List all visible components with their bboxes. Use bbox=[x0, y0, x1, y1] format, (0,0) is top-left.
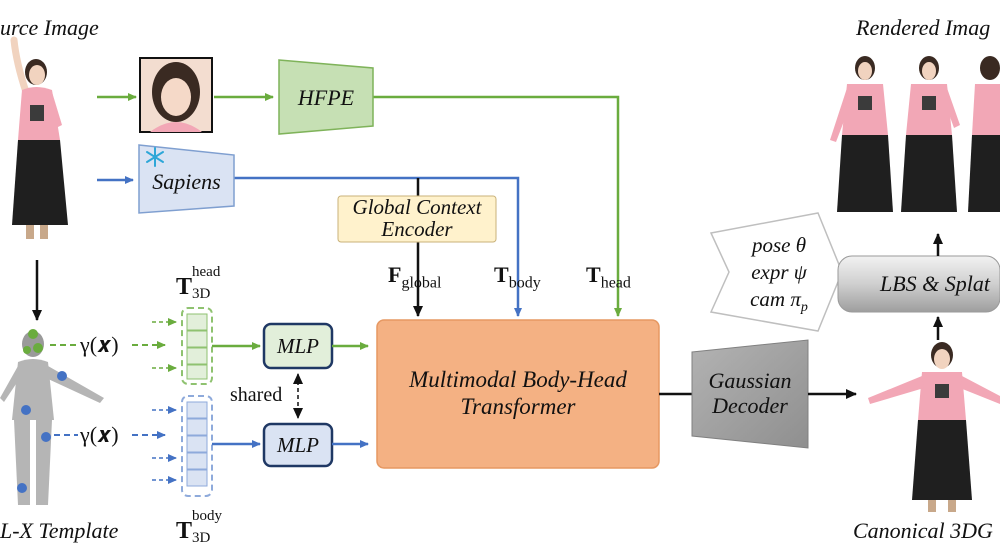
global-context-text: Global Context Encoder bbox=[338, 196, 496, 242]
rendered-figure-2 bbox=[901, 56, 960, 212]
t-body-symbol: T bbox=[494, 262, 509, 287]
gaussian-line2: Decoder bbox=[712, 393, 788, 418]
global-context-box bbox=[337, 195, 497, 243]
t3d-body-symbol: T bbox=[176, 518, 193, 544]
gaussian-decoder-shape bbox=[691, 339, 809, 449]
t-head-sub: head bbox=[600, 274, 631, 292]
gamma-bottom-label: γ(𝒙) bbox=[80, 422, 119, 447]
t3d-head-sup: head bbox=[192, 264, 221, 280]
body-token-inputs bbox=[152, 406, 177, 484]
shared-label: shared bbox=[230, 384, 283, 406]
gaussian-line1: Gaussian bbox=[708, 368, 792, 393]
arrow-hfpe-to-transformer bbox=[373, 95, 622, 317]
face-crop bbox=[139, 57, 213, 133]
template-mesh-figure bbox=[0, 329, 104, 505]
params-text: pose θ expr ψ cam πp bbox=[734, 232, 824, 321]
mlp-bottom-label: MLP bbox=[277, 432, 319, 457]
gamma-top-label: γ(𝒙) bbox=[80, 332, 119, 357]
param-cam-sub: p bbox=[800, 300, 808, 316]
hfpe-shape bbox=[278, 59, 374, 135]
f-global-symbol: F bbox=[388, 262, 402, 287]
f-global-sub: global bbox=[401, 274, 442, 292]
head-token-stack bbox=[181, 307, 213, 385]
t-head-token: Thead bbox=[586, 262, 631, 292]
t3d-head-symbol: T bbox=[176, 274, 193, 300]
source-person-figure bbox=[10, 36, 68, 239]
global-context-line1: Global Context bbox=[352, 195, 482, 219]
t-body-token: Tbody bbox=[494, 262, 541, 292]
transformer-line1: Multimodal Body-Head bbox=[409, 367, 627, 392]
rendered-images-label: Rendered Imag bbox=[856, 15, 991, 40]
t3d-body-sub: 3D bbox=[192, 530, 211, 546]
t-head-symbol: T bbox=[586, 262, 601, 287]
global-context-line2: Encoder bbox=[381, 217, 453, 241]
template-label: L-X Template bbox=[0, 518, 119, 543]
param-pose: pose θ bbox=[751, 233, 807, 257]
canonical-figure bbox=[868, 342, 1000, 512]
param-cam-text: cam π bbox=[750, 287, 801, 311]
t3d-body-sup: body bbox=[192, 508, 222, 524]
head-token-inputs bbox=[152, 318, 177, 372]
snowflake-icon bbox=[146, 147, 164, 167]
gaussian-decoder-text: Gaussian Decoder bbox=[692, 368, 808, 418]
t3d-body-token: T body 3D bbox=[176, 506, 236, 546]
t3d-head-sub: 3D bbox=[192, 286, 211, 302]
param-cam: cam πp bbox=[734, 286, 824, 321]
body-token-stack bbox=[181, 395, 213, 497]
sapiens-label: Sapiens bbox=[152, 169, 221, 194]
rendered-figure-3 bbox=[968, 56, 1000, 212]
param-expr: expr ψ bbox=[751, 260, 807, 284]
f-global-token: Fglobal bbox=[388, 262, 441, 292]
canonical-label: Canonical 3DG bbox=[853, 518, 993, 543]
t-body-sub: body bbox=[508, 274, 541, 292]
source-image-label: urce Image bbox=[0, 15, 99, 40]
rendered-figure-1 bbox=[830, 56, 893, 212]
transformer-line2: Transformer bbox=[460, 394, 576, 419]
lbs-box bbox=[837, 255, 1000, 313]
t3d-head-token: T head 3D bbox=[176, 262, 232, 302]
lbs-label: LBS & Splat bbox=[880, 271, 991, 296]
params-chevron bbox=[709, 212, 843, 332]
hfpe-label: HFPE bbox=[297, 85, 355, 110]
arrow-sapiens-to-transformer bbox=[234, 176, 522, 317]
transformer-text: Multimodal Body-Head Transformer bbox=[377, 366, 659, 420]
mlp-top-label: MLP bbox=[277, 333, 319, 358]
